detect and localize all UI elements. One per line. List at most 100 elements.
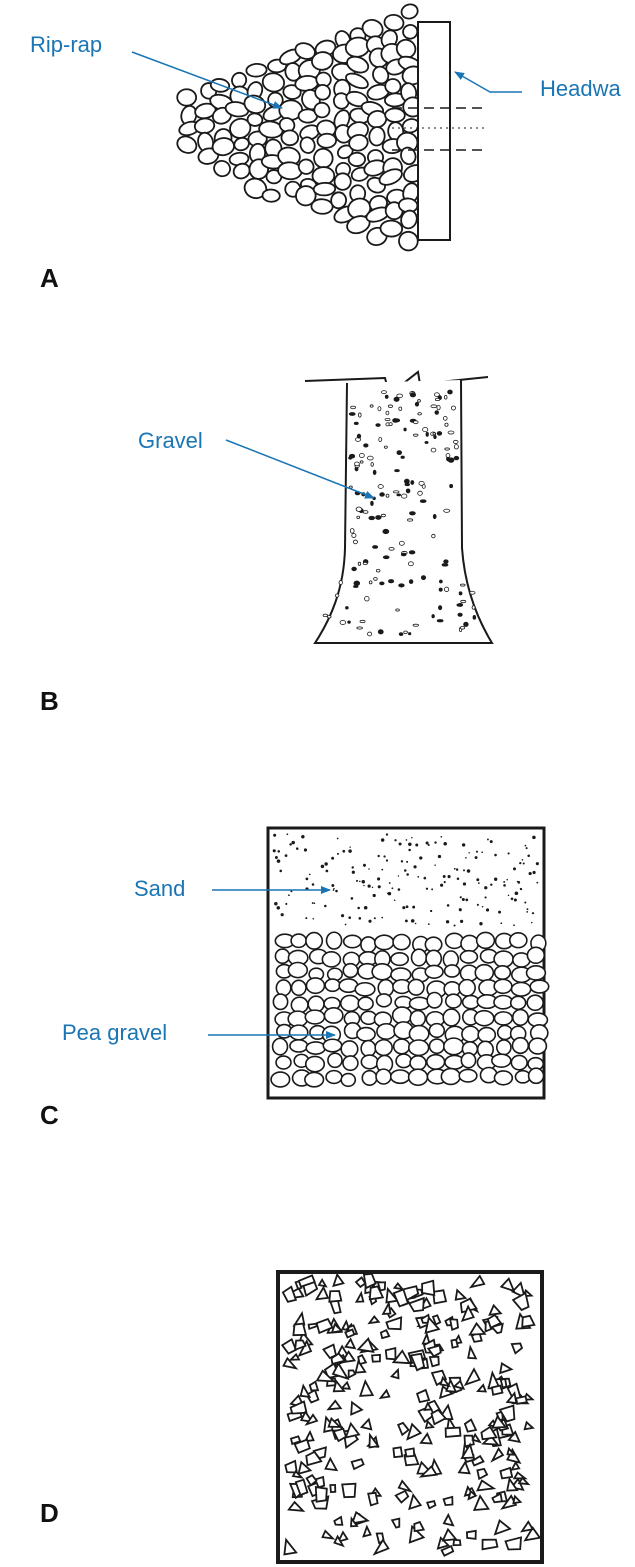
pea-stone [374,1038,393,1057]
gravel-speck [377,629,384,635]
sand-speck [503,884,506,887]
crushed-stone [506,1446,517,1456]
sand-speck [415,843,419,847]
headwall-label: Headwa [540,76,621,101]
gravel-speck [388,579,395,584]
sand-speck [485,908,490,912]
sand-speck [440,883,444,887]
sand-speck [289,843,292,846]
gravel-speck [407,518,414,522]
pea-stone [407,1068,429,1087]
pea-stone [425,949,443,968]
gravel-speck [348,456,353,460]
riprap-stone [261,188,281,203]
sand-speck [440,836,443,838]
gravel-speck [375,568,381,573]
sand-speck [344,923,347,926]
panel-a-letter: A [40,263,59,293]
sand-speck [494,853,497,857]
pea-stone [473,1009,495,1027]
crushed-stone [315,1317,334,1335]
crushed-stone [294,1339,307,1352]
pea-stone [491,1053,512,1068]
crushed-stone [439,1375,452,1388]
gravel-speck [472,614,477,620]
sand-speck [459,896,462,899]
sand-speck [490,883,493,886]
pea-stone [321,950,342,968]
headwall [417,21,451,241]
pea-stone [376,1022,397,1041]
sand-speck [476,878,480,882]
sand-speck [325,869,329,873]
crushed-stone [289,1435,302,1446]
gravel-speck [356,626,363,630]
gravel-speck [378,436,383,442]
riprap-stone [398,230,419,252]
sand-speck [350,897,354,900]
sand-speck [400,860,404,863]
sand-speck [460,919,464,923]
pea-stone [407,1039,430,1057]
riprap-stone [379,219,404,238]
crushed-stone [480,1425,498,1441]
sand-speck [301,835,305,839]
sand-speck [458,908,462,912]
gravel-speck [398,632,404,636]
sand-speck [288,894,290,897]
sand-speck [303,848,308,852]
riprap-stone [383,13,405,32]
sand-speck [348,849,352,853]
sand-label: Sand [134,876,185,901]
riprap-stone [213,159,231,178]
gravel-speck [439,579,443,584]
gravel-speck [375,423,381,427]
gravel-speck [436,404,441,411]
crushed-stone [299,1383,312,1399]
crushed-stone [314,1285,330,1301]
gravel-speck [351,566,357,572]
gravel-speck [379,492,385,497]
pea-stone [493,965,512,981]
sand-speck [363,884,365,887]
crushed-stone [430,1408,448,1426]
sand-speck [388,882,391,884]
sand-speck [513,924,515,927]
pea-stone [511,1036,530,1055]
pea-stone [440,1067,461,1086]
crushed-stone [440,1545,455,1557]
pea-stone [460,934,480,953]
riprap-stones [176,3,426,252]
crushed-stone [452,1379,466,1391]
sand-speck [274,902,278,906]
sand-speck [331,856,335,860]
crushed-stone [517,1476,531,1486]
crushed-stone [523,1420,535,1431]
sand-speck [442,875,446,878]
crushed-stone [419,1431,433,1445]
gravel-speck [363,443,369,448]
gravel-speck [356,515,361,520]
sand-speck [535,862,539,866]
gravel-speck [370,462,374,467]
sand-speck [513,898,517,902]
sand-speck [272,849,276,853]
riprap-leader [131,51,283,109]
crushed-stone [344,1421,361,1439]
gravel-speck [452,439,459,444]
gravel-speck [359,460,364,464]
crushed-stone [499,1466,514,1480]
pea-stone [270,1071,291,1088]
pea-stone [275,1055,292,1070]
crushed-stone [423,1401,433,1412]
sand-speck [273,833,277,837]
sand-speck [393,899,396,902]
crushed-stone [384,1346,397,1361]
crushed-stone [305,1474,318,1487]
gravel-speck [412,433,419,437]
gravel-speck [377,406,382,412]
crushed-stone [284,1459,298,1474]
pea-stone [525,964,547,981]
sand-speck [532,870,536,875]
pea-stone [361,1069,378,1086]
